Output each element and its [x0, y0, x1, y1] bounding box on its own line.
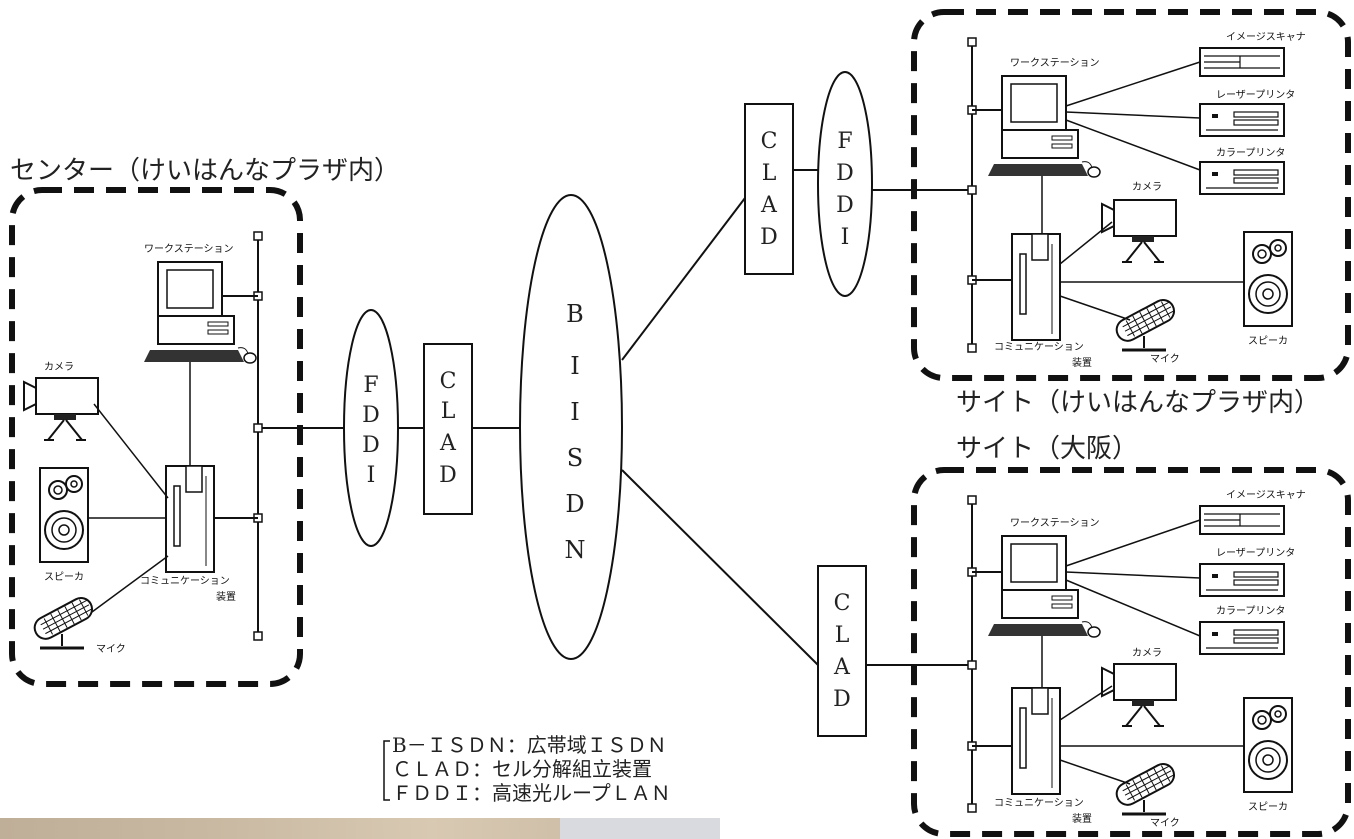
svg-text:D: D: [362, 403, 380, 428]
center-comm-label2: 装置: [216, 590, 236, 603]
site2-speaker: [1244, 698, 1292, 792]
fddi-center: F D D I: [344, 310, 398, 546]
legend-entry-clad: ＣＬＡＤ：セル分解組立装置: [392, 757, 671, 781]
abbreviation-legend: B－ＩＳＤＮ：広帯域ＩＳＤＮ ＣＬＡＤ：セル分解組立装置 ＦＤＤＩ：高速光ループ…: [392, 733, 671, 805]
site2-comm-device: [1012, 688, 1060, 794]
legend-bracket: [384, 741, 390, 800]
site2-comm-label: コミュニケーション: [994, 797, 1084, 809]
site1-scanner: [1200, 48, 1284, 76]
link-bisdn-clad-bottom: [622, 470, 818, 665]
site2-lan: ワークステーション イメージスキャナ レーザープリンタ カラープリンタ コミュニ…: [968, 489, 1306, 829]
site2-color-label: カラープリンタ: [1216, 605, 1285, 617]
clad-site2: C L A D: [818, 566, 866, 736]
legend-entry-fddi: ＦＤＤＩ：高速光ループＬＡＮ: [392, 781, 671, 805]
center-camera-label: カメラ: [44, 361, 74, 373]
center-mic: [31, 594, 96, 648]
svg-text:D: D: [362, 433, 380, 458]
bisdn-letter: I: [570, 398, 579, 426]
svg-text:A: A: [760, 193, 778, 218]
site1-mic-label: マイク: [1150, 353, 1180, 365]
center-region-title: センター（けいはんなプラザ内）: [10, 150, 400, 187]
site1-region-title: サイト（けいはんなプラザ内）: [956, 382, 1320, 419]
svg-text:L: L: [762, 161, 777, 186]
center-speaker-label: スピーカ: [44, 571, 84, 583]
site2-color-printer: [1200, 622, 1284, 654]
site2-laser-printer: [1200, 564, 1284, 596]
site1-comm-label: コミュニケーション: [994, 341, 1084, 353]
site2-camera: [1102, 664, 1176, 726]
site2-comm-label2: 装置: [1072, 812, 1092, 825]
site2-camera-label: カメラ: [1132, 647, 1162, 659]
center-comm-label: コミュニケーション: [140, 575, 230, 587]
svg-text:A: A: [439, 431, 457, 456]
site1-workstation-label: ワークステーション: [1010, 57, 1100, 69]
site2-laser-label: レーザープリンタ: [1216, 547, 1295, 559]
site1-laser-label: レーザープリンタ: [1216, 89, 1295, 101]
site1-camera-label: カメラ: [1132, 181, 1162, 193]
svg-text:F: F: [837, 129, 852, 154]
svg-text:D: D: [836, 193, 854, 218]
site2-mic-label: マイク: [1150, 817, 1180, 829]
svg-text:L: L: [441, 399, 456, 424]
site1-scanner-label: イメージスキャナ: [1226, 31, 1306, 43]
site1-color-printer: [1200, 162, 1284, 194]
site2-scanner: [1200, 506, 1284, 534]
site1-mic: [1113, 296, 1178, 350]
bisdn-letter: I: [570, 352, 579, 380]
photo-strip-right: [560, 818, 720, 839]
bisdn-letter: D: [565, 490, 584, 518]
svg-text:I: I: [367, 463, 376, 488]
bisdn-network: B I I S D N: [520, 195, 622, 659]
svg-text:C: C: [761, 129, 778, 154]
center-workstation: [144, 262, 256, 363]
center-workstation-label: ワークステーション: [144, 243, 234, 255]
svg-text:I: I: [841, 225, 850, 250]
svg-text:A: A: [833, 655, 851, 680]
bisdn-letter: B: [566, 300, 584, 328]
site1-speaker-label: スピーカ: [1248, 335, 1288, 347]
svg-text:C: C: [834, 591, 851, 616]
svg-text:C: C: [440, 369, 457, 394]
site1-color-label: カラープリンタ: [1216, 147, 1285, 159]
fddi-site1: F D D I: [818, 72, 872, 296]
site1-camera: [1102, 200, 1176, 262]
site2-speaker-label: スピーカ: [1248, 801, 1288, 813]
center-lan: ワークステーション コミュニケーション 装置 カメラ スピーカ マイク: [24, 232, 262, 655]
svg-text:D: D: [760, 225, 778, 250]
site1-speaker: [1244, 232, 1292, 326]
site2-region-title: サイト（大阪）: [956, 428, 1138, 465]
svg-text:L: L: [835, 623, 850, 648]
svg-text:D: D: [833, 687, 851, 712]
center-mic-label: マイク: [96, 643, 126, 655]
site1-comm-label2: 装置: [1072, 356, 1092, 369]
center-camera: [24, 378, 98, 440]
site1-laser-printer: [1200, 104, 1284, 136]
link-bisdn-clad-top: [622, 198, 745, 360]
site2-workstation-label: ワークステーション: [1010, 517, 1100, 529]
svg-text:D: D: [836, 161, 854, 186]
bisdn-letter: S: [567, 444, 583, 472]
clad-center: C L A D: [424, 344, 472, 514]
center-comm-device: [166, 466, 214, 572]
site1-lan: ワークステーション イメージスキャナ レーザープリンタ カラープリンタ コミュニ…: [968, 31, 1306, 369]
legend-entry-bisdn: B－ＩＳＤＮ：広帯域ＩＳＤＮ: [392, 733, 671, 757]
center-speaker: [40, 468, 88, 562]
clad-site1: C L A D: [745, 104, 793, 274]
svg-text:F: F: [363, 373, 378, 398]
svg-text:D: D: [439, 463, 457, 488]
site1-comm-device: [1012, 234, 1060, 340]
site2-scanner-label: イメージスキャナ: [1226, 489, 1306, 501]
bisdn-letter: N: [565, 536, 586, 564]
site2-mic: [1113, 760, 1178, 814]
